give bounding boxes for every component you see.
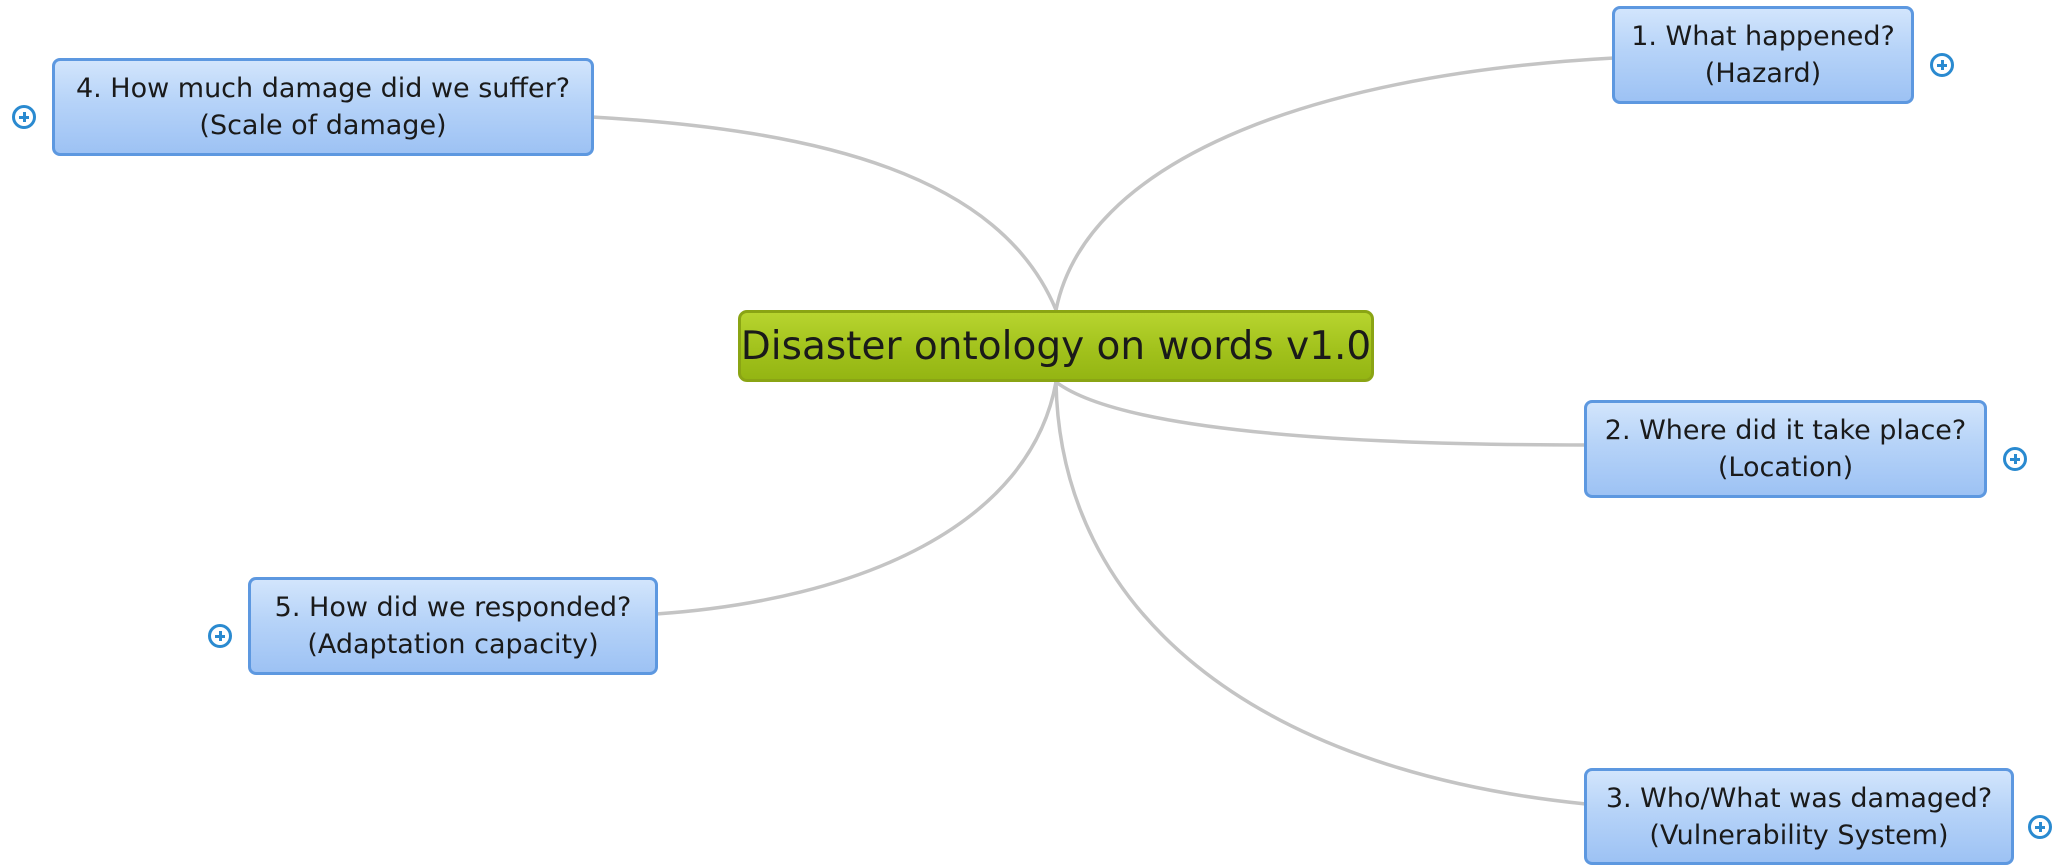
- central-topic[interactable]: Disaster ontology on words v1.0: [738, 310, 1374, 382]
- topic-hazard-question: 1. What happened?: [1631, 21, 1895, 52]
- expand-topic-location-icon[interactable]: [2003, 447, 2027, 471]
- topic-location[interactable]: 2. Where did it take place? (Location): [1584, 400, 1987, 498]
- expand-topic-vulnerability-icon[interactable]: [2028, 815, 2052, 839]
- topic-location-category: (Location): [1717, 452, 1854, 483]
- topic-vulnerability-question: 3. Who/What was damaged?: [1605, 782, 1993, 814]
- expand-topic-adaptation-capacity-icon[interactable]: [208, 624, 232, 648]
- topic-adaptation-capacity-question: 5. How did we responded?: [274, 592, 632, 623]
- topic-scale-of-damage-category: (Scale of damage): [199, 110, 447, 141]
- topic-scale-of-damage[interactable]: 4. How much damage did we suffer? (Scale…: [52, 58, 594, 156]
- topic-vulnerability[interactable]: 3. Who/What was damaged? (Vulnerability …: [1584, 768, 2014, 865]
- topic-hazard-category: (Hazard): [1704, 58, 1822, 89]
- connector-topic-5: [654, 380, 1058, 616]
- topic-location-question: 2. Where did it take place?: [1604, 415, 1967, 446]
- topic-vulnerability-category: (Vulnerability System): [1649, 819, 1949, 851]
- connector-topic-2: [1054, 380, 1588, 447]
- topic-scale-of-damage-question: 4. How much damage did we suffer?: [75, 73, 571, 104]
- topic-hazard[interactable]: 1. What happened? (Hazard): [1612, 6, 1914, 104]
- connector-topic-4: [590, 115, 1058, 312]
- expand-topic-hazard-icon[interactable]: [1930, 53, 1954, 77]
- topic-adaptation-capacity[interactable]: 5. How did we responded? (Adaptation cap…: [248, 577, 658, 675]
- expand-topic-scale-of-damage-icon[interactable]: [12, 105, 36, 129]
- central-topic-label: Disaster ontology on words v1.0: [740, 323, 1372, 369]
- topic-adaptation-capacity-category: (Adaptation capacity): [307, 629, 599, 660]
- connector-topic-3: [1054, 380, 1588, 806]
- connector-topic-1: [1054, 56, 1616, 312]
